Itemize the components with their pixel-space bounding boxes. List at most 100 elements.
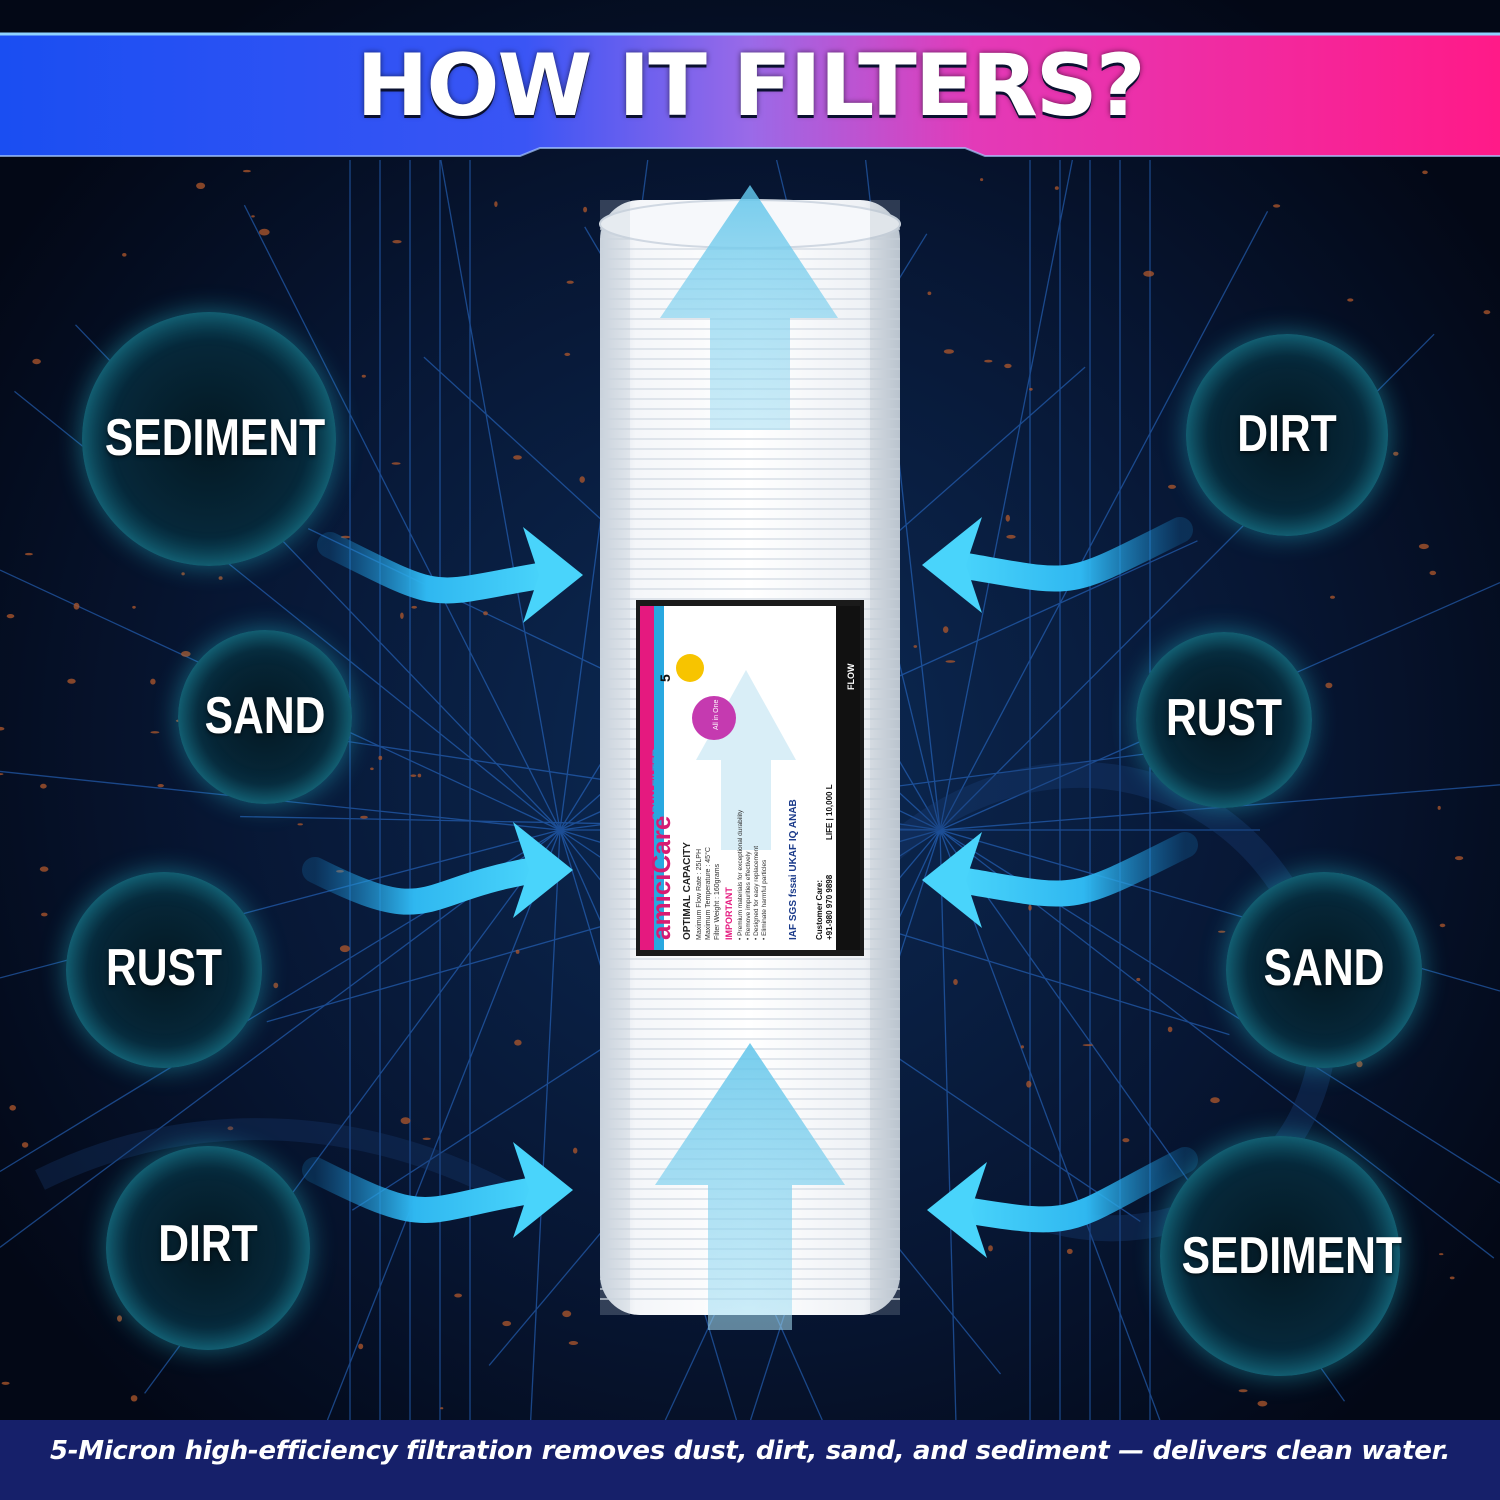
rust-speck — [259, 228, 270, 236]
rust-speck — [1439, 1253, 1444, 1256]
label-certs: IAF SGS fssai UKAF IQ ANAB — [788, 799, 799, 940]
rust-speck — [0, 726, 5, 731]
rust-speck — [1028, 904, 1032, 911]
rust-speck — [514, 1039, 522, 1046]
rust-speck — [1029, 387, 1033, 391]
rust-speck — [1439, 923, 1446, 928]
rust-speck — [1393, 451, 1399, 456]
rust-speck — [945, 660, 956, 663]
rust-speck — [1167, 1026, 1173, 1033]
rust-speck — [1257, 1400, 1268, 1407]
rust-speck — [0, 773, 4, 776]
rust-speck — [927, 291, 932, 296]
label-badge: All in One — [713, 700, 720, 730]
rust-speck — [568, 1341, 579, 1345]
rust-speck — [1143, 270, 1155, 277]
contaminant-bubble-right-4 — [1160, 1136, 1400, 1376]
rust-speck — [218, 576, 223, 580]
rust-speck — [150, 731, 160, 734]
product-label: amiciCare SPUN FILTER OPTIMAL CAPACITY M… — [636, 600, 864, 956]
rust-speck — [181, 651, 191, 657]
rust-speck — [1218, 930, 1226, 933]
rust-speck — [502, 1320, 512, 1327]
rust-speck — [1325, 682, 1333, 689]
rust-speck — [494, 201, 498, 208]
light-ray — [939, 159, 1074, 831]
contaminant-label: SAND — [1263, 939, 1385, 997]
label-micron: 5 — [657, 674, 673, 682]
inflow-arrow — [317, 532, 558, 604]
rust-speck — [273, 982, 279, 989]
rust-speck — [564, 352, 571, 356]
label-note-2: • Remove impurities effectively — [745, 851, 752, 940]
rust-speck — [1004, 363, 1012, 369]
rust-speck — [1429, 570, 1437, 576]
rust-speck — [122, 253, 127, 257]
rust-speck — [1422, 170, 1428, 175]
rust-speck — [1005, 514, 1010, 522]
light-ray — [939, 829, 957, 1421]
rust-speck — [1066, 1248, 1073, 1254]
rust-speck — [1020, 1045, 1024, 1049]
rust-speck — [1455, 856, 1464, 861]
rust-speck — [1082, 1044, 1094, 1047]
rust-speck — [9, 1105, 16, 1111]
rust-speck — [361, 374, 366, 378]
rust-speck — [40, 783, 47, 789]
rust-speck — [1347, 298, 1354, 302]
rust-speck — [21, 1142, 29, 1148]
rust-speck — [943, 349, 955, 354]
contaminant-bubble-right-2 — [1136, 632, 1312, 808]
contaminant-bubble-right-1 — [1186, 334, 1388, 536]
rust-speck — [573, 1147, 578, 1154]
rust-speck — [358, 1343, 364, 1350]
rust-speck — [953, 979, 958, 985]
rust-speck — [1, 1381, 10, 1385]
rust-speck — [130, 1395, 138, 1402]
label-important-heading: IMPORTANT — [724, 887, 734, 940]
light-ray — [326, 829, 561, 1421]
rust-speck — [988, 1245, 993, 1252]
label-note-4: • Eliminate harmful particles — [761, 859, 768, 940]
inflow-arrowhead — [922, 517, 982, 613]
rust-speck — [579, 476, 585, 483]
upward-flow-arrow-top — [660, 185, 838, 430]
rust-speck — [251, 215, 255, 218]
rust-speck — [1273, 204, 1281, 208]
label-note-1: • Premium materials for exceptional dura… — [737, 809, 744, 940]
rust-speck — [583, 206, 588, 213]
inflow-arrow — [952, 1147, 1198, 1233]
rust-speck — [440, 1407, 444, 1410]
rust-speck — [24, 552, 33, 556]
label-spec-1: Maximum Flow Rate : 25LPH — [696, 849, 703, 940]
upward-flow-arrow-bottom — [655, 1043, 845, 1330]
contaminant-bubble-left-2 — [178, 630, 352, 804]
rust-speck — [1026, 1080, 1032, 1088]
label-flow: FLOW — [846, 663, 856, 690]
rust-speck — [227, 1126, 234, 1131]
rust-speck — [150, 678, 156, 685]
label-spec-3: Filter Weight : 160grams — [714, 863, 721, 940]
inflow-arrowhead — [927, 1162, 987, 1258]
inflow-arrowhead — [513, 1142, 573, 1238]
rust-speck — [196, 182, 206, 189]
rust-speck — [339, 945, 350, 953]
rust-speck — [454, 1293, 462, 1298]
rust-speck — [1330, 595, 1335, 599]
rust-speck — [73, 602, 80, 610]
rust-speck — [980, 178, 984, 182]
rust-speck — [483, 611, 488, 616]
rust-speck — [1122, 1138, 1130, 1143]
contaminant-bubble-left-3 — [66, 872, 262, 1068]
label-care-heading: Customer Care: — [815, 880, 824, 940]
inflow-arrow — [947, 832, 1198, 907]
rust-speck — [1483, 310, 1491, 315]
rust-speck — [1168, 484, 1176, 489]
inflow-arrow — [302, 1157, 548, 1223]
rust-speck — [181, 572, 185, 576]
light-ray — [243, 204, 561, 831]
contaminant-label: RUST — [105, 939, 223, 997]
contaminant-label: DIRT — [158, 1215, 258, 1273]
light-ray — [440, 159, 561, 831]
rust-speck — [410, 774, 417, 777]
